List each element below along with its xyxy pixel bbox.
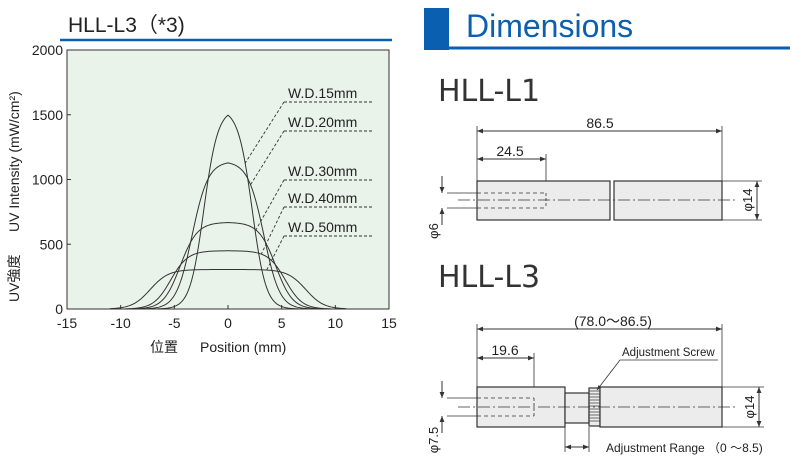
l3-adjust-screw-label: Adjustment Screw — [622, 347, 715, 359]
y-tick-label: 1000 — [32, 172, 63, 188]
l3-drawing — [439, 324, 764, 452]
l1-dia-right: φ14 — [740, 189, 755, 212]
legend-leader — [244, 101, 285, 164]
series-line-w-d-40mm — [109, 250, 347, 310]
legend-label: W.D.30mm — [288, 163, 357, 179]
y-axis-label-jp: UV強度 — [6, 255, 22, 302]
chart-title: HLL-L3（*3) — [68, 14, 185, 37]
l3-total-length: (78.0～86.5) — [574, 313, 652, 329]
l3-knurl — [589, 390, 600, 422]
l1-body-right — [613, 180, 723, 221]
axes-layer: -15 -10 -5 0 5 10 15 0 500 1000 1500 2000 — [32, 42, 397, 331]
l1-body-left — [476, 180, 611, 221]
x-axis-label-jp: 位置 — [150, 339, 178, 355]
legend-label: W.D.15mm — [288, 85, 357, 101]
y-axis-label-en: UV Intensity (mW/cm²) — [6, 91, 22, 232]
l3-dia-right: φ14 — [742, 396, 757, 419]
model-l1-title: HLL-L1 — [438, 74, 540, 109]
x-tick-label: -15 — [57, 315, 77, 331]
x-tick-label: 15 — [381, 315, 397, 331]
x-axis-label-en: Position (mm) — [200, 339, 286, 355]
x-tick-label: -10 — [111, 315, 131, 331]
legend-label: W.D.20mm — [288, 114, 357, 130]
series-line-w-d-20mm — [109, 162, 347, 310]
l3-section-length: 19.6 — [491, 342, 518, 358]
l1-total-length: 86.5 — [586, 115, 613, 131]
x-tick-label: 10 — [328, 315, 344, 331]
l3-adjust-range-label: Adjustment Range （0 ～8.5) — [606, 441, 763, 455]
l3-body-neck — [564, 392, 590, 424]
y-tick-label: 2000 — [32, 42, 63, 58]
l3-dia-left: φ7.5 — [426, 427, 441, 454]
legend-leader — [260, 206, 285, 255]
dimensions-accent-block — [424, 8, 449, 50]
legend-leader — [255, 179, 285, 231]
x-tick-label: 5 — [278, 315, 286, 331]
l1-drawing — [439, 126, 762, 225]
y-tick-label: 500 — [40, 236, 64, 252]
model-l3-title: HLL-L3 — [438, 260, 540, 295]
series-line-w-d-50mm — [109, 269, 347, 310]
legend-leader — [250, 130, 285, 185]
l1-dia-left: φ6 — [426, 223, 441, 239]
l3-screw-leader — [596, 359, 621, 391]
y-tick-label: 0 — [55, 301, 63, 317]
series-line-w-d-30mm — [109, 222, 347, 310]
x-tick-label: -5 — [168, 315, 181, 331]
dimensions-heading: Dimensions — [466, 8, 633, 44]
legend-label: W.D.40mm — [288, 190, 357, 206]
y-tick-label: 1500 — [32, 107, 63, 123]
legend-leader — [266, 235, 285, 271]
l1-section-length: 24.5 — [496, 143, 523, 159]
curves-layer — [109, 114, 347, 310]
legend-label: W.D.50mm — [288, 219, 357, 235]
x-tick-label: 0 — [224, 315, 232, 331]
